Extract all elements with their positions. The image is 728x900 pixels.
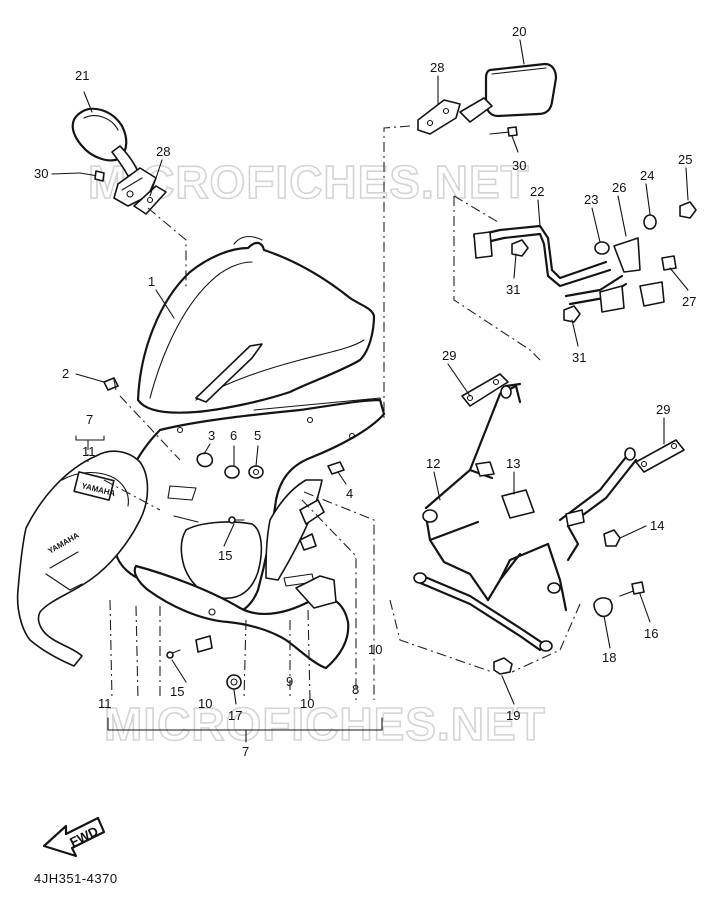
nut-19 bbox=[493, 657, 513, 675]
callout-10-center: 10 bbox=[300, 696, 314, 711]
callout-10-left: 10 bbox=[198, 696, 212, 711]
gasket-28-right bbox=[417, 99, 461, 135]
callout-31-lower: 31 bbox=[572, 350, 586, 365]
callout-25: 25 bbox=[678, 152, 692, 167]
callout-28-left: 28 bbox=[156, 144, 170, 159]
callout-12: 12 bbox=[426, 456, 440, 471]
bolt-30-left bbox=[79, 170, 105, 182]
right-mirror bbox=[459, 62, 558, 123]
clip-10-lower bbox=[195, 635, 213, 653]
grommet-17 bbox=[226, 674, 242, 690]
callout-28-right: 28 bbox=[430, 60, 444, 75]
callout-4: 4 bbox=[346, 486, 353, 501]
bolt-27 bbox=[661, 255, 677, 271]
bracket-plate-13 bbox=[501, 489, 535, 519]
callout-5: 5 bbox=[254, 428, 261, 443]
callout-2: 2 bbox=[62, 366, 69, 381]
callout-23: 23 bbox=[584, 192, 598, 207]
collar-23 bbox=[594, 241, 610, 255]
callout-30-left: 30 bbox=[34, 166, 48, 181]
bolt-15-upper bbox=[228, 516, 245, 524]
callout-30-right: 30 bbox=[512, 158, 526, 173]
nut-6 bbox=[224, 465, 240, 479]
callout-labels: 21 30 28 1 2 7 11 3 6 5 4 15 15 10 17 11… bbox=[34, 24, 696, 759]
callout-16: 16 bbox=[644, 626, 658, 641]
callout-21: 21 bbox=[75, 68, 89, 83]
callout-27: 27 bbox=[682, 294, 696, 309]
callout-14: 14 bbox=[650, 518, 664, 533]
callout-18: 18 bbox=[602, 650, 616, 665]
assembly-lines bbox=[87, 125, 581, 701]
callout-29-upper: 29 bbox=[442, 348, 456, 363]
leader-lines bbox=[51, 39, 689, 743]
callout-19: 19 bbox=[506, 708, 520, 723]
callout-29-right: 29 bbox=[656, 402, 670, 417]
bolt-30-right bbox=[489, 126, 518, 137]
screw-4 bbox=[327, 461, 345, 475]
callout-7-bottom: 7 bbox=[242, 744, 249, 759]
callout-22: 22 bbox=[530, 184, 544, 199]
callout-8: 8 bbox=[352, 682, 359, 697]
callout-26: 26 bbox=[612, 180, 626, 195]
nut-31-lower bbox=[563, 305, 581, 323]
callout-11-bottom: 11 bbox=[98, 696, 112, 711]
callout-11-top: 11 bbox=[82, 444, 96, 459]
callout-10-right: 10 bbox=[368, 642, 382, 657]
bracket-29-right bbox=[635, 439, 685, 473]
callout-1: 1 bbox=[148, 274, 155, 289]
nut-5 bbox=[248, 465, 264, 479]
upper-cowling: YAMAHA YAMAHA bbox=[16, 397, 386, 670]
nut-31-upper bbox=[511, 239, 529, 257]
callout-31-upper: 31 bbox=[506, 282, 520, 297]
windscreen bbox=[136, 235, 376, 414]
collar-24 bbox=[643, 214, 657, 230]
fairing-stay bbox=[413, 382, 638, 652]
fwd-arrow-icon: FWD bbox=[42, 816, 106, 858]
callout-6: 6 bbox=[230, 428, 237, 443]
gasket-28-left bbox=[133, 185, 167, 215]
watermark-bottom: MICROFICHES.NET bbox=[104, 698, 546, 750]
bolt-15-lower bbox=[166, 649, 181, 659]
callout-7-top: 7 bbox=[86, 412, 93, 427]
mirror-stay bbox=[472, 224, 665, 313]
damper-18 bbox=[593, 597, 613, 618]
part-code: 4JH351-4370 bbox=[34, 871, 118, 886]
callout-17: 17 bbox=[228, 708, 242, 723]
nut-14 bbox=[603, 529, 621, 547]
bolt-25 bbox=[679, 201, 697, 219]
callout-24: 24 bbox=[640, 168, 654, 183]
grommet-3 bbox=[196, 452, 214, 468]
callout-9: 9 bbox=[286, 674, 293, 689]
bolt-16 bbox=[619, 581, 645, 597]
callout-13: 13 bbox=[506, 456, 520, 471]
callout-15-lower: 15 bbox=[170, 684, 184, 699]
callout-20: 20 bbox=[512, 24, 526, 39]
callout-3: 3 bbox=[208, 428, 215, 443]
callout-15-upper: 15 bbox=[218, 548, 232, 563]
fwd-label: FWD bbox=[67, 823, 100, 849]
